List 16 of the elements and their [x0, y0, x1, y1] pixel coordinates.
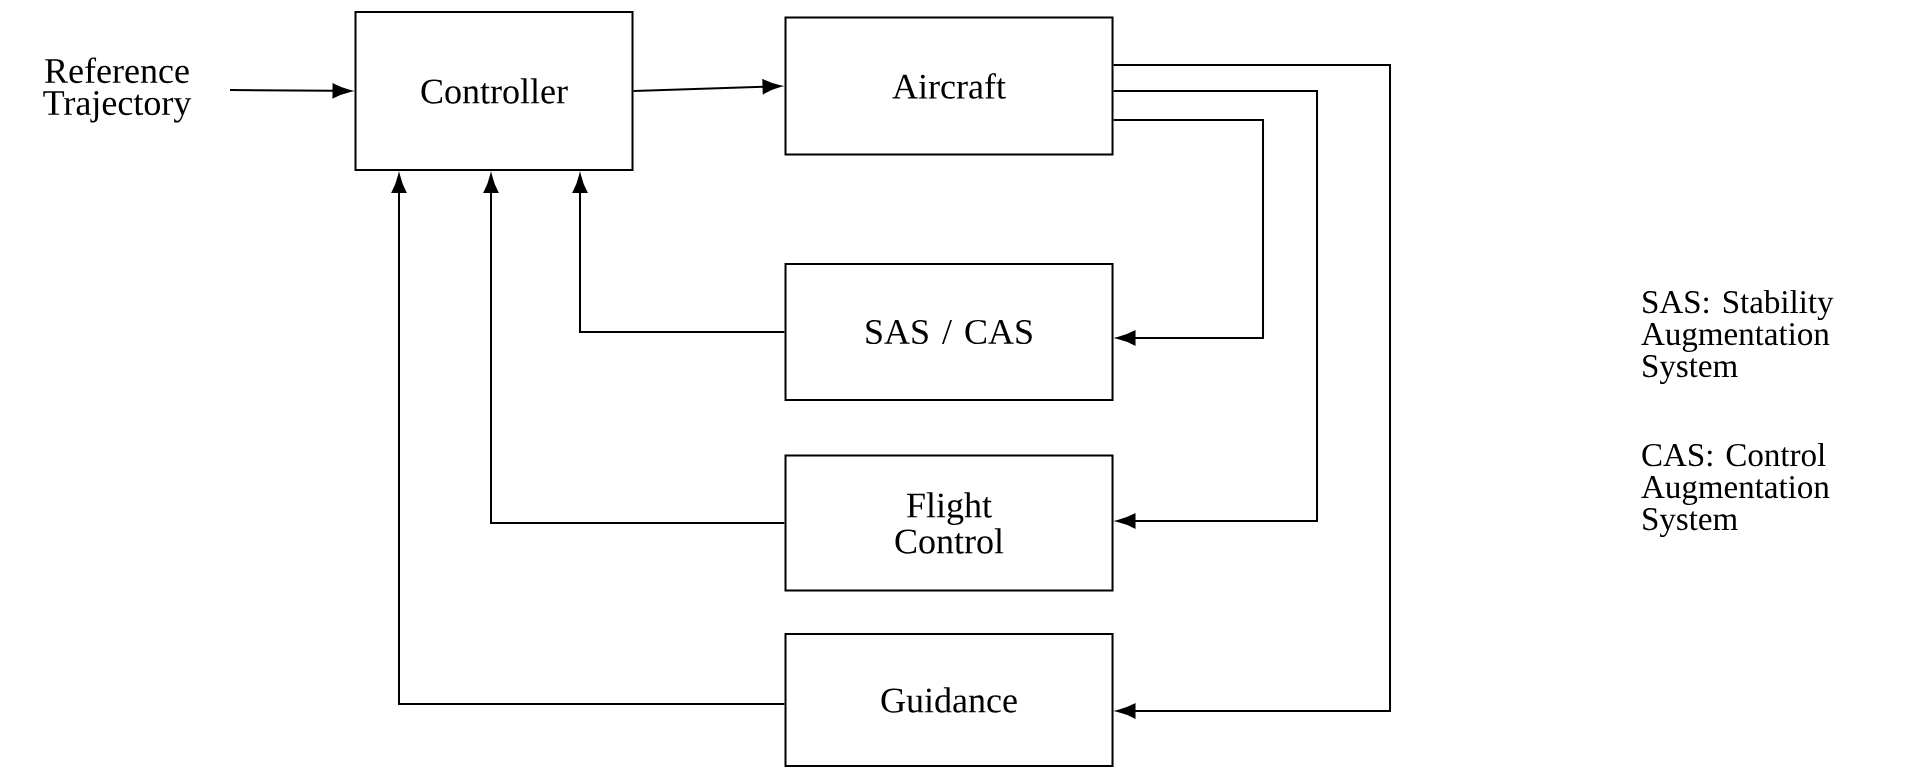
block-box: SAS / CAS [784, 263, 1114, 401]
note-text: CAS: Control Augmentation System [1641, 443, 1830, 537]
block-box: Guidance [784, 633, 1114, 767]
arrow [632, 79, 782, 94]
block-box: Aircraft [784, 16, 1114, 156]
input-label: Reference Trajectory [43, 57, 192, 123]
block-box: Controller [354, 11, 634, 171]
arrow [1112, 64, 1391, 719]
arrow [1112, 119, 1264, 346]
arrow [483, 174, 786, 524]
block-box: Flight Control [784, 454, 1114, 592]
arrow [572, 174, 786, 333]
arrow [229, 83, 352, 99]
arrow [1112, 90, 1318, 529]
note-text: SAS: Stability Augmentation System [1641, 290, 1834, 384]
arrow [391, 174, 786, 705]
